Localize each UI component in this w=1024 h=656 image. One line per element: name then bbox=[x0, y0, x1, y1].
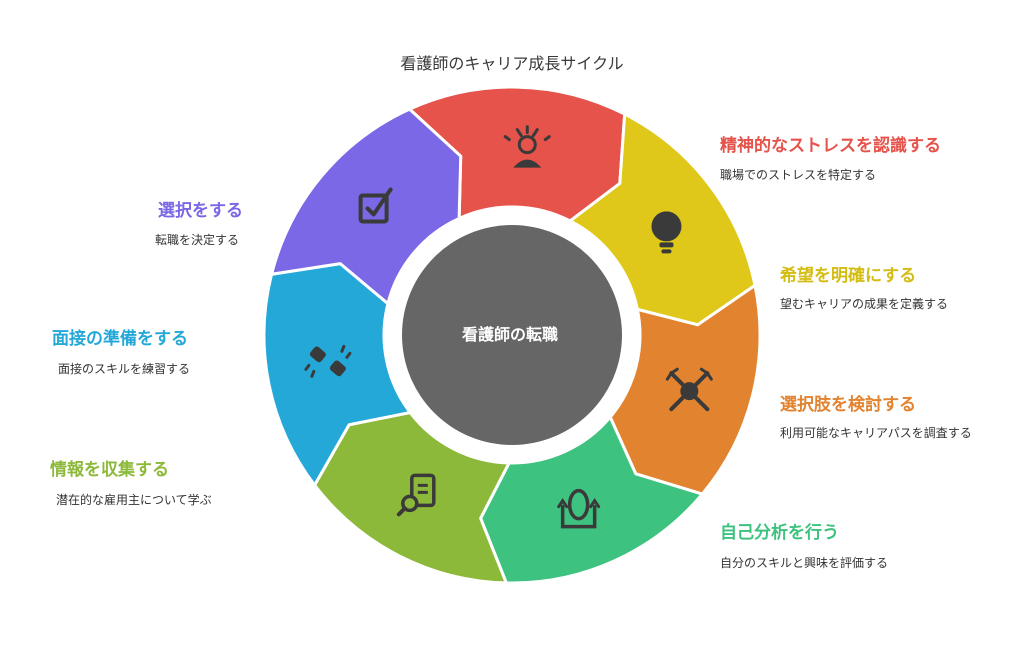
center-disc bbox=[402, 225, 622, 445]
crossroads-icon bbox=[665, 367, 713, 412]
step-desc-decision: 転職を決定する bbox=[155, 233, 240, 247]
page-title: 看護師のキャリア成長サイクル bbox=[400, 54, 624, 73]
step-label-interview: 面接の準備をする bbox=[52, 329, 188, 349]
step-label-options: 選択肢を検討する bbox=[780, 395, 916, 415]
step-label-decision: 選択をする bbox=[158, 201, 243, 221]
checkbox-icon bbox=[358, 187, 393, 224]
step-label-self-analysis: 自己分析を行う bbox=[720, 523, 839, 543]
step-label-hope: 希望を明確にする bbox=[780, 266, 917, 286]
step-desc-hope: 望むキャリアの成果を定義する bbox=[780, 297, 949, 311]
handshake-icon bbox=[304, 344, 352, 378]
step-desc-options: 利用可能なキャリアパスを調査する bbox=[780, 426, 972, 440]
mirror-icon bbox=[557, 488, 601, 529]
step-label-stress: 精神的なストレスを認識する bbox=[720, 136, 941, 156]
lightbulb-icon bbox=[651, 211, 682, 254]
document-search-icon bbox=[396, 473, 436, 517]
cycle-segment bbox=[270, 107, 463, 306]
step-desc-info: 潜在的な雇用主について学ぶ bbox=[56, 493, 212, 507]
step-desc-self-analysis: 自分のスキルと興味を評価する bbox=[720, 556, 889, 570]
step-label-info: 情報を収集する bbox=[50, 460, 169, 480]
step-desc-interview: 面接のスキルを練習する bbox=[58, 362, 191, 376]
stressed-person-icon bbox=[503, 125, 551, 168]
step-desc-stress: 職場でのストレスを特定する bbox=[720, 168, 877, 182]
center-label: 看護師の転職 bbox=[461, 325, 558, 344]
